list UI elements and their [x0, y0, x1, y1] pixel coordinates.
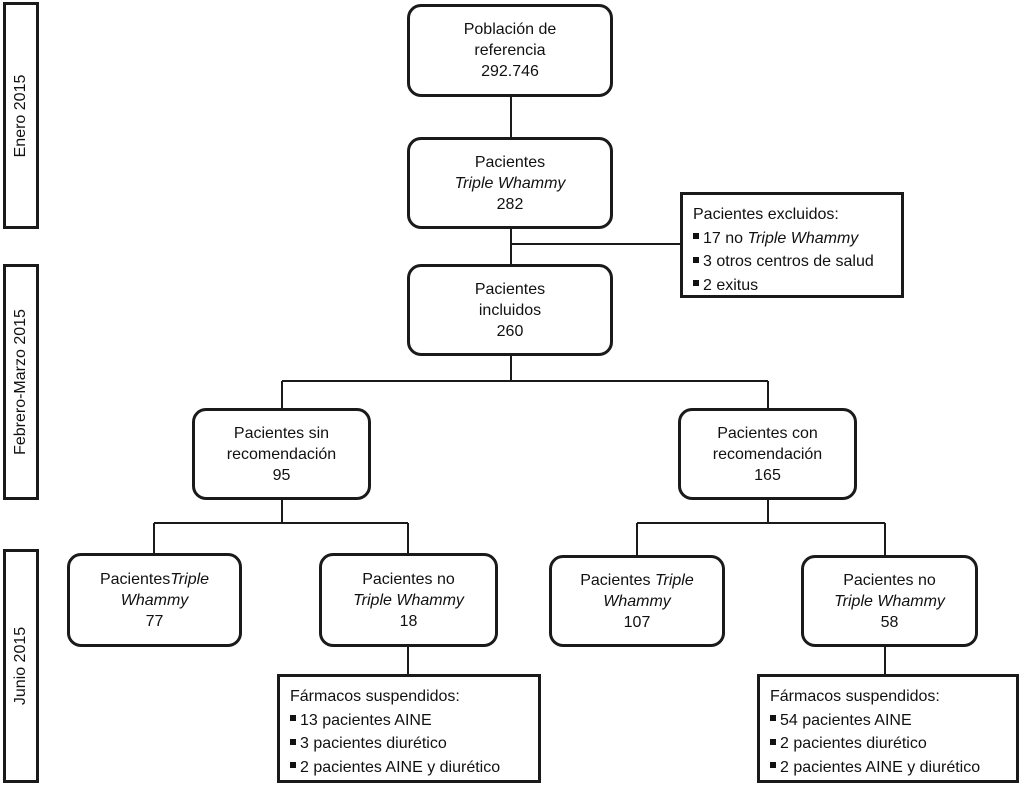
list-item-text: 3 pacientes diurético [300, 735, 447, 752]
list-item-text: 2 pacientes diurético [780, 735, 927, 752]
node-text: Pacientes Triple [580, 570, 694, 591]
list-item-text: 3 otros centros de salud [703, 253, 874, 270]
node-text-italic: Triple Whammy [834, 592, 945, 610]
node-text: Población de [463, 21, 557, 38]
node-text: recomendación [712, 445, 823, 463]
bullet-icon [770, 738, 776, 745]
list-item: 2 exitus [693, 274, 891, 298]
node-text: recomendación [226, 445, 337, 463]
phase-label: Febrero-Marzo 2015 [12, 309, 29, 455]
node-count: 107 [623, 613, 651, 631]
node-text: Pacientes [474, 153, 546, 171]
list-item-text: 13 pacientes AINE [300, 711, 432, 729]
list-item: 54 pacientes AINE [770, 709, 1006, 733]
list-item-text: 2 pacientes AINE y diurético [300, 758, 501, 776]
list-title: Fármacos suspendidos: [770, 688, 940, 705]
node-text: Pacientes [474, 280, 546, 298]
node-text-italic: Whammy [120, 591, 189, 609]
node-text-italic: Whammy [603, 592, 671, 610]
node-count: 18 [399, 612, 418, 630]
node-count: 165 [754, 466, 781, 484]
phase-label: Enero 2015 [12, 74, 29, 157]
node-count: 58 [880, 613, 899, 631]
node-reference-population: Población de referencia 292.746 [407, 4, 613, 97]
node-text-italic: Triple [170, 570, 210, 588]
bullet-icon [693, 256, 699, 263]
node-text-prefix: Pacientes [580, 571, 655, 589]
bullet-icon [770, 762, 776, 769]
node-count: 260 [496, 322, 524, 340]
node-text: incluidos [478, 301, 542, 319]
list-item-text: 54 pacientes AINE [780, 711, 912, 729]
node-text-italic: Triple Whammy [353, 591, 464, 609]
list-item-text: 17 no [703, 229, 748, 247]
list-item: 2 pacientes AINE y diurético [770, 756, 1006, 780]
phase-enero-2015: Enero 2015 [3, 2, 39, 229]
node-count: 95 [272, 466, 291, 484]
bullet-icon [290, 738, 296, 745]
node-text: Pacientes con [717, 424, 818, 442]
phase-junio-2015: Junio 2015 [3, 549, 39, 783]
excluded-patients-box: Pacientes excluidos: 17 no Triple Whammy… [680, 192, 904, 298]
list-title: Pacientes excluidos: [693, 206, 839, 223]
node-text: Pacientes no [362, 570, 455, 588]
list-item-text: 2 pacientes AINE y diurético [780, 758, 981, 776]
list-item: 13 pacientes AINE [290, 709, 528, 733]
node-text-prefix: Pacientes [99, 570, 171, 588]
list-item-text-italic: Triple Whammy [747, 229, 859, 247]
node-with-recommendation: Pacientes con recomendación 165 [678, 408, 857, 500]
node-text-italic: Triple Whammy [454, 174, 566, 192]
phase-febrero-marzo-2015: Febrero-Marzo 2015 [3, 264, 39, 500]
list-item: 17 no Triple Whammy [693, 227, 891, 251]
bullet-icon [290, 762, 296, 769]
node-text: PacientesTriple [100, 569, 209, 590]
node-triple-whammy-patients: Pacientes Triple Whammy 282 [407, 137, 613, 229]
list-item: 2 pacientes AINE y diurético [290, 756, 528, 780]
bullet-icon [770, 715, 776, 722]
node-no-recommendation: Pacientes sin recomendación 95 [192, 408, 371, 500]
node-rec-triple-whammy: Pacientes Triple Whammy 107 [549, 555, 725, 647]
node-included-patients: Pacientes incluidos 260 [407, 264, 613, 356]
node-no-rec-not-triple-whammy: Pacientes no Triple Whammy 18 [319, 553, 498, 647]
list-item: 3 pacientes diurético [290, 732, 528, 756]
node-text: Pacientes sin [233, 424, 330, 442]
list-item-text: 2 exitus [703, 276, 759, 294]
suspended-drugs-left-box: Fármacos suspendidos: 13 pacientes AINE … [277, 674, 541, 783]
node-count: 282 [496, 195, 524, 213]
node-count: 77 [145, 612, 164, 630]
node-count: 292.746 [481, 63, 539, 80]
phase-label: Junio 2015 [12, 626, 29, 706]
list-item: 3 otros centros de salud [693, 250, 891, 274]
suspended-drugs-right-box: Fármacos suspendidos: 54 pacientes AINE … [757, 674, 1019, 783]
node-text: referencia [474, 42, 546, 59]
node-no-rec-triple-whammy: PacientesTriple Whammy 77 [67, 553, 242, 647]
node-rec-not-triple-whammy: Pacientes no Triple Whammy 58 [801, 555, 978, 647]
bullet-icon [290, 715, 296, 722]
list-item: 2 pacientes diurético [770, 732, 1006, 756]
bullet-icon [693, 280, 699, 287]
list-title: Fármacos suspendidos: [290, 688, 460, 705]
bullet-icon [693, 233, 699, 240]
node-text-italic: Triple [654, 571, 694, 589]
node-text: Pacientes no [843, 571, 936, 589]
